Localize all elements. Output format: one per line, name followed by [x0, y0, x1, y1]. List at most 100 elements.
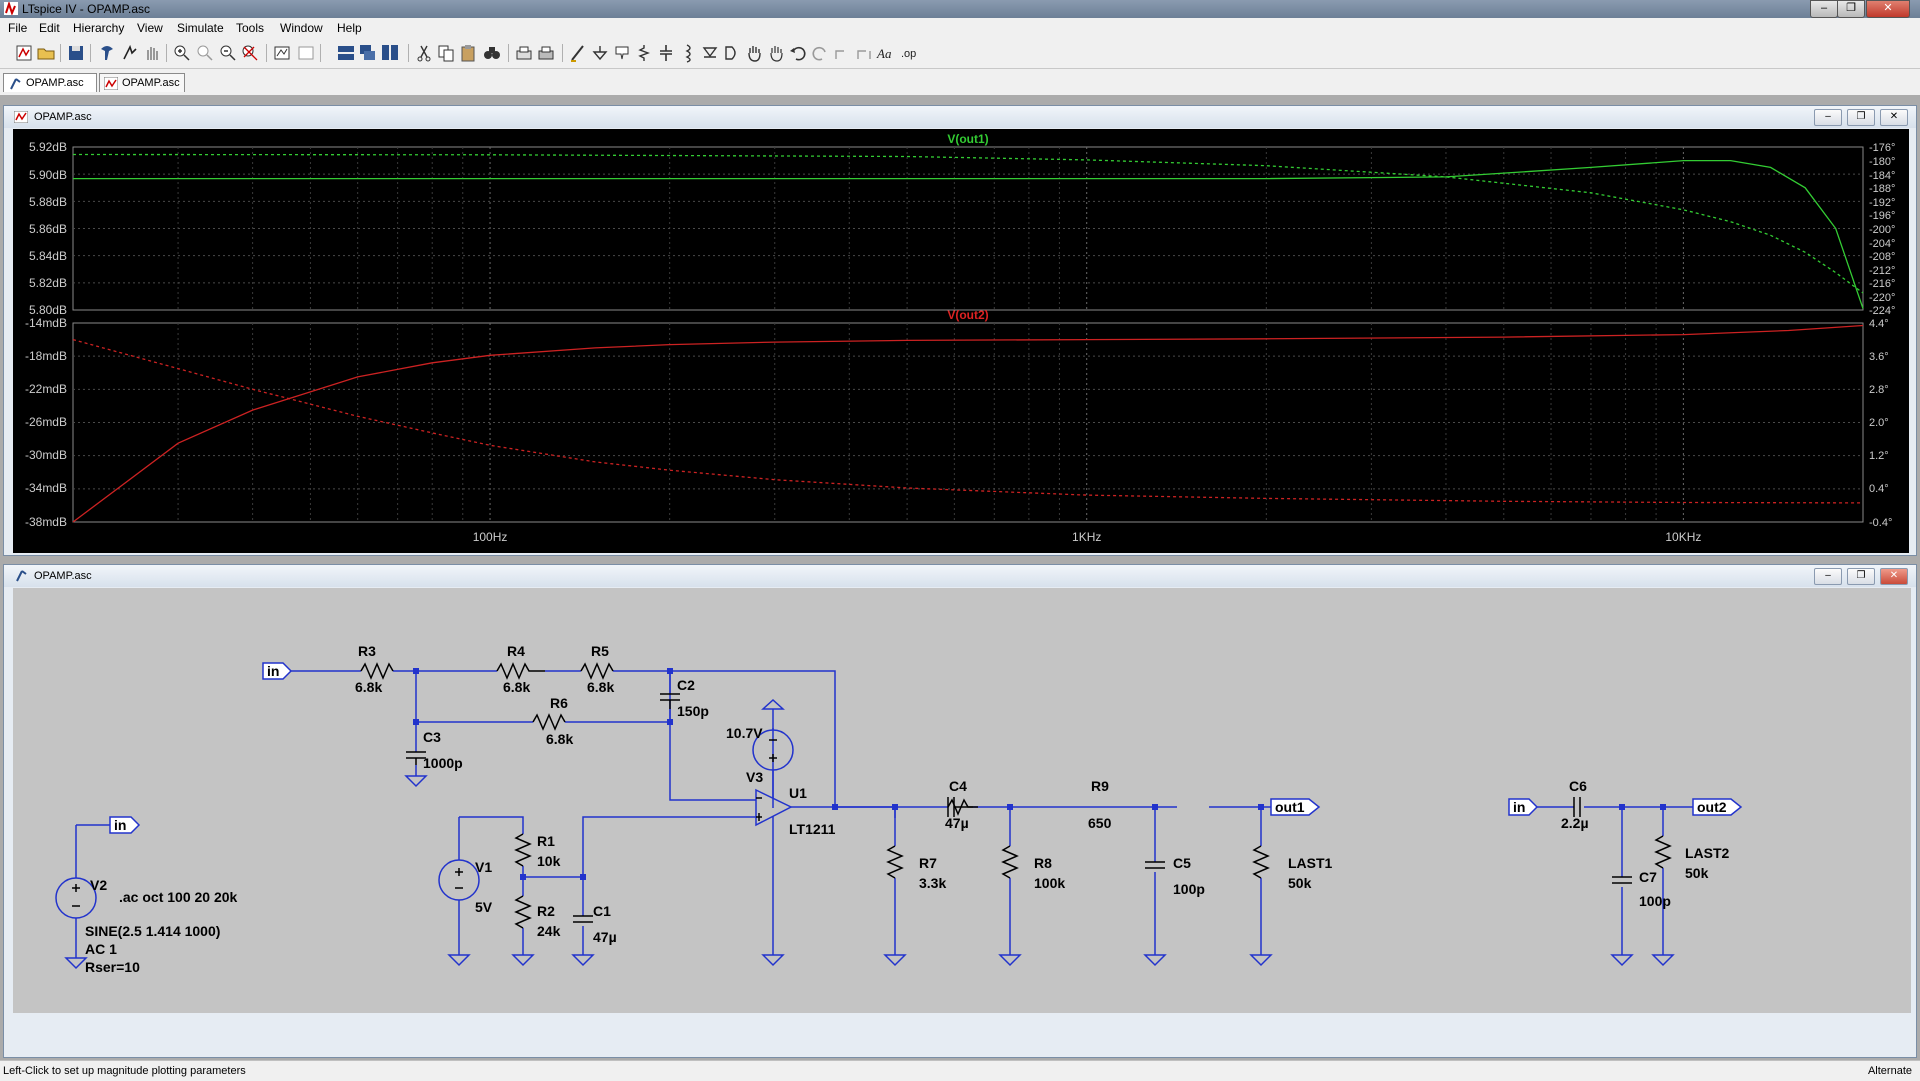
- resistor-r1[interactable]: [514, 833, 532, 867]
- grid-icon[interactable]: [296, 43, 316, 63]
- resistor-r2[interactable]: [514, 895, 532, 929]
- print-preview-icon[interactable]: [514, 43, 534, 63]
- resistor-last1[interactable]: [1252, 845, 1270, 879]
- drag-icon[interactable]: [766, 43, 786, 63]
- tab-waveform[interactable]: OPAMP.asc: [99, 73, 185, 92]
- spice-directive-icon[interactable]: .op: [898, 43, 918, 63]
- schematic-close-button[interactable]: ✕: [1880, 568, 1908, 585]
- spice-directive[interactable]: .ac oct 100 20 20k: [119, 889, 238, 905]
- vout2-phase-trace[interactable]: [72, 338, 1864, 504]
- capacitor-c4[interactable]: [947, 797, 973, 817]
- schematic-minimize-button[interactable]: –: [1814, 568, 1842, 585]
- find-icon[interactable]: [482, 43, 502, 63]
- menu-hierarchy[interactable]: Hierarchy: [73, 21, 125, 35]
- undo-icon[interactable]: [788, 43, 808, 63]
- halt-icon[interactable]: [142, 43, 162, 63]
- waveform-minimize-button[interactable]: –: [1814, 109, 1842, 126]
- plot-area[interactable]: V(out1) V(out2) 5.92dB 5.90dB 5.88dB 5.8…: [13, 129, 1909, 553]
- rotate-icon[interactable]: [832, 43, 852, 63]
- component-icon[interactable]: [722, 43, 742, 63]
- ground-symbol: [998, 954, 1022, 967]
- resistor-r5[interactable]: [580, 662, 614, 680]
- schematic-restore-button[interactable]: ❐: [1847, 568, 1875, 585]
- voltage-source-v1[interactable]: [438, 859, 480, 901]
- redo-icon[interactable]: [810, 43, 830, 63]
- zoom-out-icon[interactable]: [218, 43, 238, 63]
- menu-view[interactable]: View: [137, 21, 163, 35]
- schematic-icon: [16, 570, 27, 582]
- pane1-trace-label[interactable]: V(out1): [947, 132, 988, 146]
- paste-icon[interactable]: [458, 43, 478, 63]
- capacitor-c1[interactable]: [573, 915, 593, 923]
- port-out2[interactable]: [1692, 798, 1743, 816]
- print-icon[interactable]: [536, 43, 556, 63]
- close-button[interactable]: ✕: [1866, 0, 1910, 18]
- resistor-icon[interactable]: [634, 43, 654, 63]
- junction-dot: [580, 874, 586, 880]
- autorange-icon[interactable]: [272, 43, 292, 63]
- capacitor-c5[interactable]: [1145, 861, 1165, 869]
- vout2-magnitude-trace[interactable]: [72, 324, 1864, 523]
- opamp-input-marks: [756, 797, 762, 821]
- draw-wire-icon[interactable]: [568, 43, 588, 63]
- capacitor-c6[interactable]: [1573, 797, 1581, 817]
- resistor-r4[interactable]: [496, 662, 545, 680]
- pan-icon[interactable]: [195, 43, 215, 63]
- resistor-r3[interactable]: [360, 662, 394, 680]
- resistor-r8[interactable]: [1001, 845, 1019, 879]
- schematic-canvas[interactable]: in in out1 in out2 R3 6.8k R4 6.8k R5 6.…: [13, 588, 1911, 1013]
- capacitor-c2[interactable]: [660, 693, 680, 709]
- tile-horizontal-icon[interactable]: [336, 43, 356, 63]
- cascade-icon[interactable]: [358, 43, 378, 63]
- ground-icon[interactable]: [590, 43, 610, 63]
- junction-dot: [832, 804, 838, 810]
- pane1-phase-tick: -192°: [1869, 197, 1895, 209]
- port-out1[interactable]: [1270, 798, 1321, 816]
- pane2-phase-tick: 2.0°: [1869, 417, 1889, 429]
- move-icon[interactable]: [744, 43, 764, 63]
- menu-simulate[interactable]: Simulate: [177, 21, 224, 35]
- capacitor-icon[interactable]: [656, 43, 676, 63]
- port-label: in: [114, 817, 126, 833]
- open-icon[interactable]: [36, 43, 56, 63]
- menu-help[interactable]: Help: [337, 21, 362, 35]
- port-in[interactable]: [109, 816, 141, 834]
- tab-schematic[interactable]: OPAMP.asc: [3, 73, 97, 92]
- mirror-icon[interactable]: [854, 43, 874, 63]
- copy-icon[interactable]: [436, 43, 456, 63]
- zoom-fit-icon[interactable]: [240, 43, 260, 63]
- resistor-last2[interactable]: [1654, 835, 1672, 869]
- source-polarity-marks: [72, 739, 777, 907]
- menu-edit[interactable]: Edit: [39, 21, 60, 35]
- pane2-trace-label[interactable]: V(out2): [947, 308, 988, 322]
- resistor-r7[interactable]: [886, 845, 904, 879]
- control-panel-icon[interactable]: [97, 43, 117, 63]
- inductor-icon[interactable]: [678, 43, 698, 63]
- cut-icon[interactable]: [414, 43, 434, 63]
- capacitor-c7[interactable]: [1612, 876, 1632, 884]
- new-schematic-icon[interactable]: [14, 43, 34, 63]
- text-icon[interactable]: Aa: [876, 43, 896, 63]
- save-icon[interactable]: [66, 43, 86, 63]
- minimize-button[interactable]: –: [1810, 0, 1838, 18]
- menu-window[interactable]: Window: [280, 21, 323, 35]
- vout1-phase-trace[interactable]: [72, 153, 1864, 294]
- tab-label: OPAMP.asc: [26, 77, 84, 89]
- toolbar-separator: [408, 44, 409, 62]
- zoom-in-icon[interactable]: [172, 43, 192, 63]
- diode-icon[interactable]: [700, 43, 720, 63]
- run-icon[interactable]: [120, 43, 140, 63]
- port-in[interactable]: [1508, 798, 1539, 816]
- port-in[interactable]: [262, 662, 293, 680]
- menu-tools[interactable]: Tools: [236, 21, 265, 35]
- restore-button[interactable]: ❐: [1837, 0, 1865, 18]
- menu-file[interactable]: File: [8, 21, 28, 35]
- component-value: 6.8k: [546, 731, 573, 747]
- tile-vertical-icon[interactable]: [380, 43, 400, 63]
- waveform-close-button[interactable]: ✕: [1880, 109, 1908, 126]
- label-net-icon[interactable]: [612, 43, 632, 63]
- capacitor-c3[interactable]: [406, 751, 426, 765]
- vout1-magnitude-trace[interactable]: [73, 159, 1864, 309]
- waveform-restore-button[interactable]: ❐: [1847, 109, 1875, 126]
- resistor-r6[interactable]: [532, 713, 566, 731]
